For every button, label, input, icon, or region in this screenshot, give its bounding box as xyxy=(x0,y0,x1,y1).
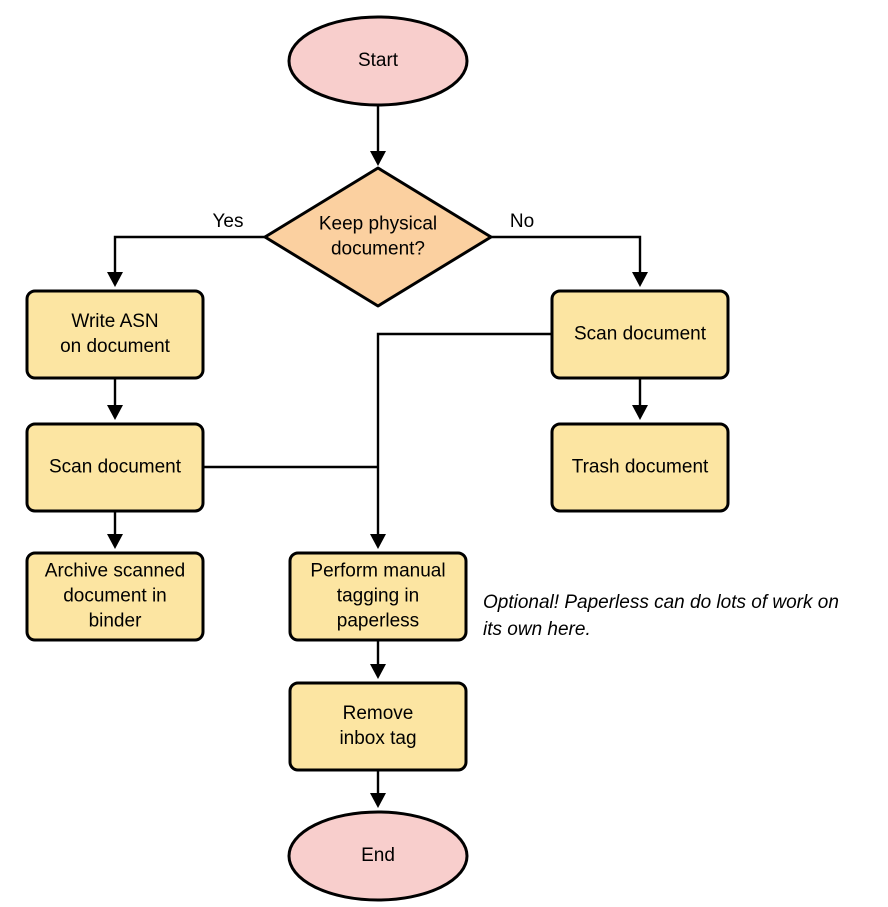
edge-write-asn-to-scan xyxy=(107,378,123,420)
annotations-layer: Optional! Paperless can do lots of work … xyxy=(483,592,839,640)
node-label: paperless xyxy=(337,611,419,632)
arrow-head-icon xyxy=(370,534,386,549)
edges-layer: Yes No xyxy=(107,105,648,808)
node-scan-left[interactable]: Scan document xyxy=(25,422,205,513)
node-label: Scan document xyxy=(574,324,707,345)
arrow-head-icon xyxy=(107,405,123,420)
process-shape xyxy=(25,289,205,380)
annotation-line: Optional! Paperless can do lots of work … xyxy=(483,592,839,613)
edge-decision-no: No xyxy=(491,211,648,287)
node-label: Write ASN xyxy=(71,311,158,332)
edge-start-to-decision xyxy=(370,105,386,166)
node-label: tagging in xyxy=(337,586,419,607)
node-label: inbox tag xyxy=(339,728,416,749)
edge-remove-to-end xyxy=(370,770,386,808)
process-shape xyxy=(550,422,730,513)
arrow-head-icon xyxy=(370,793,386,808)
process-shape xyxy=(550,289,730,380)
node-start[interactable]: Start xyxy=(287,15,469,107)
edge-scan-right-to-tagging xyxy=(370,332,552,549)
process-shape xyxy=(25,422,205,513)
node-label: binder xyxy=(89,611,142,632)
edge-path xyxy=(376,332,552,536)
node-label: Scan document xyxy=(49,457,182,478)
node-label: Perform manual xyxy=(310,561,445,582)
arrow-head-icon xyxy=(632,405,648,420)
node-write-asn[interactable]: Write ASN on document xyxy=(25,289,205,380)
annotation-line: its own here. xyxy=(483,619,591,640)
arrow-head-icon xyxy=(632,272,648,287)
node-label: Trash document xyxy=(572,457,709,478)
node-label: on document xyxy=(60,336,171,357)
node-label: document in xyxy=(63,586,167,607)
node-remove-inbox[interactable]: Remove inbox tag xyxy=(288,681,468,772)
annotation-optional-note: Optional! Paperless can do lots of work … xyxy=(483,592,839,640)
decision-shape xyxy=(263,166,493,308)
process-shape xyxy=(288,681,468,772)
node-label: End xyxy=(361,845,395,866)
edge-label: Yes xyxy=(213,211,244,232)
node-end[interactable]: End xyxy=(287,810,469,902)
arrow-head-icon xyxy=(107,272,123,287)
edge-label: No xyxy=(510,211,534,232)
node-keep-physical[interactable]: Keep physical document? xyxy=(263,166,493,308)
arrow-head-icon xyxy=(370,664,386,679)
terminator-shape xyxy=(287,810,469,902)
node-manual-tagging[interactable]: Perform manual tagging in paperless xyxy=(288,551,468,642)
edge-path xyxy=(113,235,265,274)
node-label: document? xyxy=(331,239,425,260)
node-scan-right[interactable]: Scan document xyxy=(550,289,730,380)
node-label: Start xyxy=(358,50,399,71)
edge-path xyxy=(491,235,642,274)
arrow-head-icon xyxy=(370,151,386,166)
edge-scan-left-to-archive xyxy=(107,511,123,549)
edge-decision-yes: Yes xyxy=(107,211,265,287)
node-label: Keep physical xyxy=(319,214,437,235)
arrow-head-icon xyxy=(107,534,123,549)
process-shape xyxy=(288,551,468,642)
edge-scan-right-to-trash xyxy=(632,378,648,420)
node-archive-binder[interactable]: Archive scanned document in binder xyxy=(25,551,205,642)
node-label: Remove xyxy=(343,703,414,724)
node-label: Archive scanned xyxy=(45,561,185,582)
terminator-shape xyxy=(287,15,469,107)
edge-tagging-to-remove xyxy=(370,640,386,679)
process-shape xyxy=(25,551,205,642)
node-trash[interactable]: Trash document xyxy=(550,422,730,513)
